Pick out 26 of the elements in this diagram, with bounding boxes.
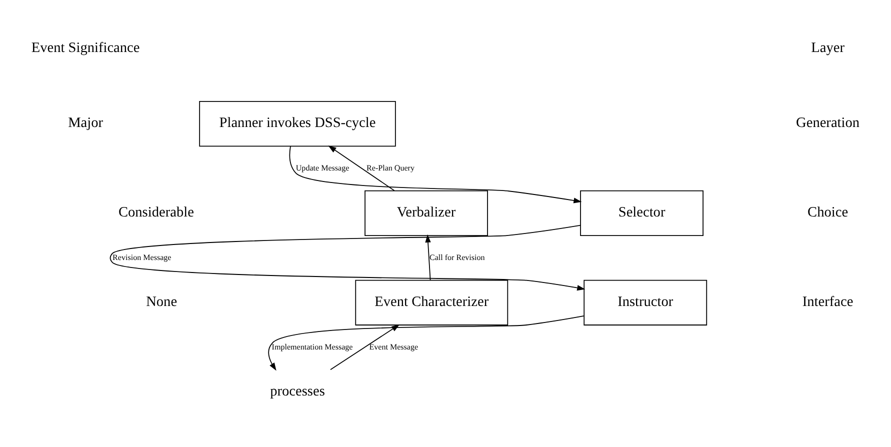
- label: Considerable: [118, 204, 194, 221]
- node-box: Selector: [580, 190, 704, 236]
- edge-label: Update Message: [296, 163, 350, 172]
- label: None: [146, 294, 178, 310]
- edge-label: Revision Message: [112, 252, 172, 262]
- arrow: [330, 324, 400, 370]
- label: Event Significance: [31, 40, 140, 56]
- label: Layer: [811, 40, 844, 56]
- edge-label: Call for Revision: [429, 252, 485, 262]
- arrow: [425, 234, 431, 280]
- arrow: [328, 146, 395, 192]
- edge-label: Re-Plan Query: [366, 163, 414, 172]
- label: Major: [68, 115, 104, 132]
- edge-label: Event Message: [369, 342, 418, 352]
- node-box: Verbalizer: [364, 190, 488, 236]
- arrow: [110, 224, 586, 291]
- label: Generation: [796, 115, 860, 132]
- node-box: Planner invokes DSS-cycle: [199, 100, 396, 147]
- edge-label: Implementation Message: [272, 342, 353, 352]
- label: Choice: [808, 204, 848, 221]
- node-box: Instructor: [584, 280, 708, 326]
- node-box: Event Characterizer: [355, 280, 508, 326]
- label: Interface: [802, 294, 854, 310]
- arrow: [289, 146, 582, 204]
- arrow: [268, 316, 584, 371]
- node-text: processes: [270, 383, 325, 400]
